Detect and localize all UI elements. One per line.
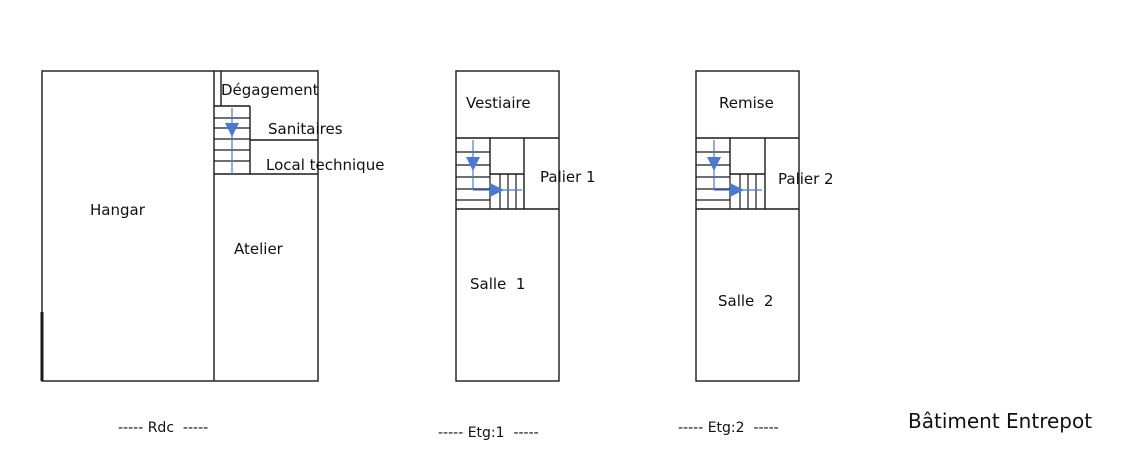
stair-right-arrow-icon [730,183,744,197]
floor-etg1: Vestiaire Palier 1 Salle 1 [455,70,596,382]
room-salle-2: Salle 2 [718,292,773,310]
floor-rdc: Hangar Dégagement Sanitaires Local techn… [40,70,384,382]
etg1-outline [455,70,560,382]
room-degagement: Dégagement [221,81,319,99]
floor-etg2: Remise Palier 2 Salle 2 [695,70,834,382]
room-palier-1: Palier 1 [540,168,596,186]
etg2-outline [695,70,800,382]
caption-rdc: ----- Rdc ----- [118,420,208,436]
building-title: Bâtiment Entrepot [908,409,1092,433]
room-remise: Remise [719,94,774,112]
caption-etg2: ----- Etg:2 ----- [678,420,779,436]
room-local-technique: Local technique [266,156,384,174]
stair-down-arrow-icon [707,157,721,171]
stair-down-arrow-icon [225,123,239,137]
etg1-stair [456,140,522,209]
room-sanitaires: Sanitaires [268,120,343,138]
stair-right-arrow-icon [490,183,504,197]
caption-etg1: ----- Etg:1 ----- [438,425,539,441]
stair-down-arrow-icon [466,157,480,171]
rdc-outline [41,70,319,382]
room-atelier: Atelier [234,240,284,258]
room-hangar: Hangar [90,201,146,219]
room-salle-1: Salle 1 [470,275,525,293]
rdc-stair [214,108,250,174]
room-vestiaire: Vestiaire [466,94,531,112]
room-palier-2: Palier 2 [778,170,834,188]
etg2-stair [696,140,762,209]
